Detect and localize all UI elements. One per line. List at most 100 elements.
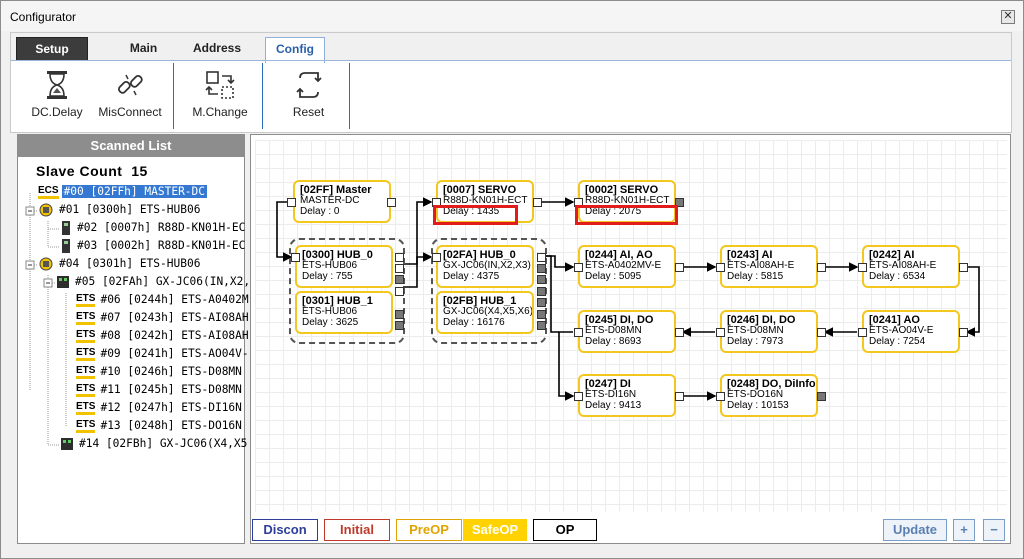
dc-delay-button[interactable]: DC.Delay <box>25 69 89 119</box>
port-in[interactable] <box>716 328 725 337</box>
zoom-in-button[interactable]: + <box>953 519 975 541</box>
tree-item-hub[interactable]: #04 [0301h] ETS-HUB06 <box>38 255 202 273</box>
tree-item-servo[interactable]: #02 [0007h] R88D-KN01H-EC <box>60 219 247 237</box>
port-out[interactable] <box>675 328 684 337</box>
node-hub1[interactable]: [0301] HUB_1 ETS-HUB06 Delay : 3625 <box>295 291 393 334</box>
tab-config[interactable]: Config <box>265 37 325 63</box>
close-icon[interactable]: ✕ <box>1001 10 1015 24</box>
node-hub0[interactable]: [0300] HUB_0 ETS-HUB06 Delay : 755 <box>295 245 393 288</box>
port-out[interactable] <box>395 321 404 330</box>
node-0245[interactable]: [0245] DI, DO ETS-D08MN Delay : 8693 <box>578 310 676 353</box>
tree-lines <box>25 193 67 446</box>
node-0244[interactable]: [0244] AI, AO ETS-A0402MV-E Delay : 5095 <box>578 245 676 288</box>
tree-item-ets[interactable]: ETS#12 [0247h] ETS-DI16N <box>76 400 242 415</box>
port-out[interactable] <box>817 328 826 337</box>
tab-main[interactable]: Main <box>129 41 158 55</box>
port-out[interactable] <box>537 287 546 296</box>
port-out[interactable] <box>537 298 546 307</box>
node-0248[interactable]: [0248] DO, DiInfo ETS-DO16N Delay : 1015… <box>720 374 818 417</box>
coupler-group <box>431 238 547 344</box>
port-out[interactable] <box>387 198 396 207</box>
tree-item-master[interactable]: ECS#00 [02FFh] MASTER-DC <box>38 184 208 199</box>
port-out[interactable] <box>959 263 968 272</box>
node-coupler-02fa[interactable]: [02FA] HUB_0 GX-JC06(IN,X2,X3) Delay : 4… <box>436 245 534 288</box>
port-out[interactable] <box>817 263 826 272</box>
initial-button[interactable]: Initial <box>324 519 390 541</box>
misconnect-label: MisConnect <box>98 105 162 119</box>
port-out[interactable] <box>395 310 404 319</box>
node-master[interactable]: [02FF] Master MASTER-DC Delay : 0 <box>293 180 391 223</box>
drive-icon <box>62 221 70 235</box>
tree-item-ets[interactable]: ETS#08 [0242h] ETS-AI08AH- <box>76 328 256 343</box>
tree-item-ets[interactable]: ETS#07 [0243h] ETS-AI08AH- <box>76 310 256 325</box>
scanned-list-panel: Scanned List Slave Count 15 <box>17 134 255 544</box>
node-0241[interactable]: [0241] AO ETS-AO04V-E Delay : 7254 <box>862 310 960 353</box>
tree-item-ets[interactable]: ETS#11 [0245h] ETS-D08MN <box>76 382 242 397</box>
port-out[interactable] <box>395 275 404 284</box>
port-out[interactable] <box>537 310 546 319</box>
node-0242[interactable]: [0242] AI ETS-AI08AH-E Delay : 6534 <box>862 245 960 288</box>
port-out[interactable] <box>675 198 684 207</box>
ribbon-separator <box>349 63 350 129</box>
port-out[interactable] <box>537 264 546 273</box>
tree-item-hub[interactable]: #01 [0300h] ETS-HUB06 <box>38 201 202 219</box>
port-in[interactable] <box>858 263 867 272</box>
node-coupler-02fb[interactable]: [02FB] HUB_1 GX-JC06(X4,X5,X6) Delay : 1… <box>436 291 534 334</box>
scanned-list-title: Scanned List <box>18 135 244 157</box>
reset-button[interactable]: Reset <box>281 69 336 119</box>
tree-item-coupler[interactable]: #05 [02FAh] GX-JC06(IN,X2, <box>56 273 252 291</box>
port-out[interactable] <box>537 321 546 330</box>
port-in[interactable] <box>574 328 583 337</box>
zoom-out-button[interactable]: − <box>983 519 1005 541</box>
port-out[interactable] <box>537 275 546 284</box>
drive-icon <box>62 239 70 253</box>
m-change-button[interactable]: M.Change <box>185 69 255 119</box>
port-out[interactable] <box>533 198 542 207</box>
port-in[interactable] <box>432 253 441 262</box>
tab-setup[interactable]: Setup <box>16 37 88 61</box>
update-button[interactable]: Update <box>883 519 947 541</box>
tab-bar: Setup Main Address Config <box>11 33 1011 63</box>
tree-item-coupler[interactable]: #14 [02FBh] GX-JC06(X4,X5 <box>60 435 249 453</box>
port-out[interactable] <box>395 264 404 273</box>
node-servo-0002[interactable]: [0002] SERVO R88D-KN01H-ECT Delay : 2075 <box>578 180 676 223</box>
port-out[interactable] <box>537 253 546 262</box>
preop-button[interactable]: PreOP <box>396 519 462 541</box>
tree-item-ets[interactable]: ETS#09 [0241h] ETS-AO04V- <box>76 346 249 361</box>
port-in[interactable] <box>574 263 583 272</box>
tree-item-servo[interactable]: #03 [0002h] R88D-KN01H-EC <box>60 237 247 255</box>
port-out[interactable] <box>395 253 404 262</box>
safeop-button[interactable]: SafeOP <box>463 519 527 541</box>
port-in[interactable] <box>716 392 725 401</box>
port-out[interactable] <box>395 287 404 296</box>
hourglass-icon <box>47 71 67 99</box>
tree-item-ets[interactable]: ETS#06 [0244h] ETS-A0402M <box>76 292 249 307</box>
swap-icon <box>205 71 235 99</box>
misconnect-button[interactable]: MisConnect <box>95 69 165 119</box>
port-out[interactable] <box>959 328 968 337</box>
broken-link-icon <box>117 74 143 96</box>
tree-item-ets[interactable]: ETS#13 [0248h] ETS-DO16N <box>76 418 242 433</box>
hub-icon <box>39 203 53 217</box>
port-out[interactable] <box>817 392 826 401</box>
port-in[interactable] <box>574 392 583 401</box>
port-out[interactable] <box>675 392 684 401</box>
ribbon-separator <box>173 63 174 129</box>
op-button[interactable]: OP <box>533 519 597 541</box>
dc-delay-label: DC.Delay <box>31 105 83 119</box>
hub-group <box>289 238 405 344</box>
tab-address[interactable]: Address <box>192 41 242 55</box>
coupler-icon <box>61 438 73 450</box>
port-in[interactable] <box>287 198 296 207</box>
tree-item-ets[interactable]: ETS#10 [0246h] ETS-D08MN <box>76 364 242 379</box>
node-0247[interactable]: [0247] DI ETS-DI16N Delay : 9413 <box>578 374 676 417</box>
node-0243[interactable]: [0243] AI ETS-AI08AH-E Delay : 5815 <box>720 245 818 288</box>
port-in[interactable] <box>858 328 867 337</box>
port-in[interactable] <box>291 253 300 262</box>
port-in[interactable] <box>716 263 725 272</box>
discon-button[interactable]: Discon <box>252 519 318 541</box>
port-out[interactable] <box>675 263 684 272</box>
node-0246[interactable]: [0246] DI, DO ETS-D08MN Delay : 7973 <box>720 310 818 353</box>
topology-canvas[interactable]: [02FF] Master MASTER-DC Delay : 0 [0300]… <box>255 140 1007 512</box>
